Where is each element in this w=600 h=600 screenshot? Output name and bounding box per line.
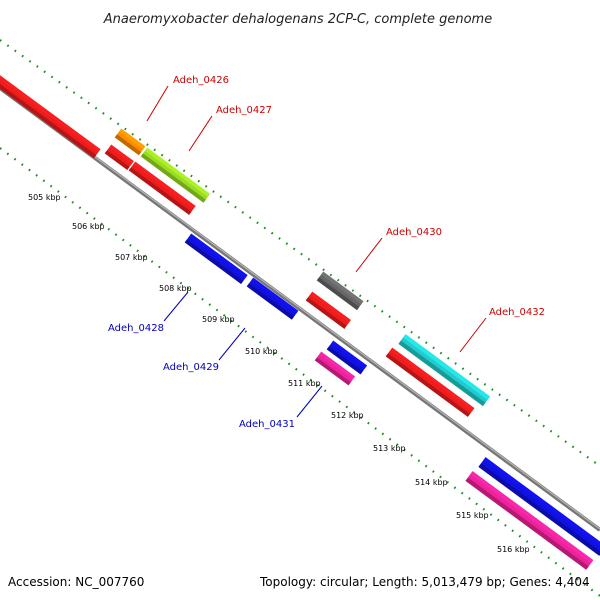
feature-red-1[interactable] bbox=[0, 55, 101, 159]
kbp-label: 506 kbp bbox=[72, 222, 105, 231]
kbp-label: 513 kbp bbox=[373, 444, 406, 453]
gene-label-adeh-0432[interactable]: Adeh_0432 bbox=[489, 307, 545, 318]
feature-blue-2[interactable] bbox=[246, 277, 299, 320]
kbp-label: 514 kbp bbox=[415, 478, 448, 487]
gene-label-adeh-0431[interactable]: Adeh_0431 bbox=[239, 419, 295, 430]
kbp-scale-labels: 505 kbp 506 kbp 507 kbp 508 kbp 509 kbp … bbox=[28, 193, 530, 554]
kbp-label: 510 kbp bbox=[245, 347, 278, 356]
map-title: Anaeromyxobacter dehalogenans 2CP-C, com… bbox=[103, 12, 492, 27]
feature-red-4[interactable] bbox=[305, 291, 351, 329]
feature-gray[interactable] bbox=[316, 271, 364, 311]
kbp-label: 515 kbp bbox=[456, 511, 489, 520]
leader-line bbox=[459, 317, 487, 353]
leader-line bbox=[218, 327, 246, 361]
inner-tick-track bbox=[0, 147, 600, 597]
accession-text: Accession: NC_007760 bbox=[8, 575, 144, 589]
genome-summary-text: Topology: circular; Length: 5,013,479 bp… bbox=[259, 575, 590, 589]
feature-blue-4[interactable] bbox=[478, 457, 600, 556]
feature-blue-3[interactable] bbox=[326, 340, 368, 375]
kbp-label: 507 kbp bbox=[115, 253, 148, 262]
feature-red-5[interactable] bbox=[385, 347, 475, 417]
gene-labels: Adeh_0426 Adeh_0427 Adeh_0428 Adeh_0429 … bbox=[108, 75, 545, 430]
kbp-label: 505 kbp bbox=[28, 193, 61, 202]
kbp-label: 508 kbp bbox=[159, 284, 192, 293]
leader-line bbox=[163, 291, 189, 322]
gene-label-adeh-0427[interactable]: Adeh_0427 bbox=[216, 105, 272, 116]
gene-label-adeh-0428[interactable]: Adeh_0428 bbox=[108, 323, 164, 334]
feature-red-2[interactable] bbox=[104, 144, 134, 171]
genome-backbone bbox=[0, 86, 600, 532]
gene-label-adeh-0430[interactable]: Adeh_0430 bbox=[386, 227, 442, 238]
gene-label-adeh-0426[interactable]: Adeh_0426 bbox=[173, 75, 229, 86]
feature-blue-1[interactable] bbox=[184, 233, 248, 284]
feature-magenta-1[interactable] bbox=[314, 351, 356, 386]
leader-lines bbox=[146, 85, 487, 418]
feature-magenta-2[interactable] bbox=[465, 471, 594, 570]
feature-orange[interactable] bbox=[114, 128, 146, 156]
kbp-label: 512 kbp bbox=[331, 411, 364, 420]
leader-line bbox=[146, 85, 169, 122]
gene-features bbox=[0, 55, 600, 570]
kbp-label: 509 kbp bbox=[202, 315, 235, 324]
feature-cyan[interactable] bbox=[398, 334, 491, 407]
leader-line bbox=[296, 385, 323, 418]
feature-red-3[interactable] bbox=[128, 161, 196, 215]
feature-lime[interactable] bbox=[140, 147, 211, 203]
kbp-label: 516 kbp bbox=[497, 545, 530, 554]
leader-line bbox=[188, 115, 213, 152]
gene-label-adeh-0429[interactable]: Adeh_0429 bbox=[163, 362, 219, 373]
leader-line bbox=[355, 237, 383, 273]
kbp-label: 511 kbp bbox=[288, 379, 321, 388]
outer-tick-track bbox=[0, 39, 600, 467]
